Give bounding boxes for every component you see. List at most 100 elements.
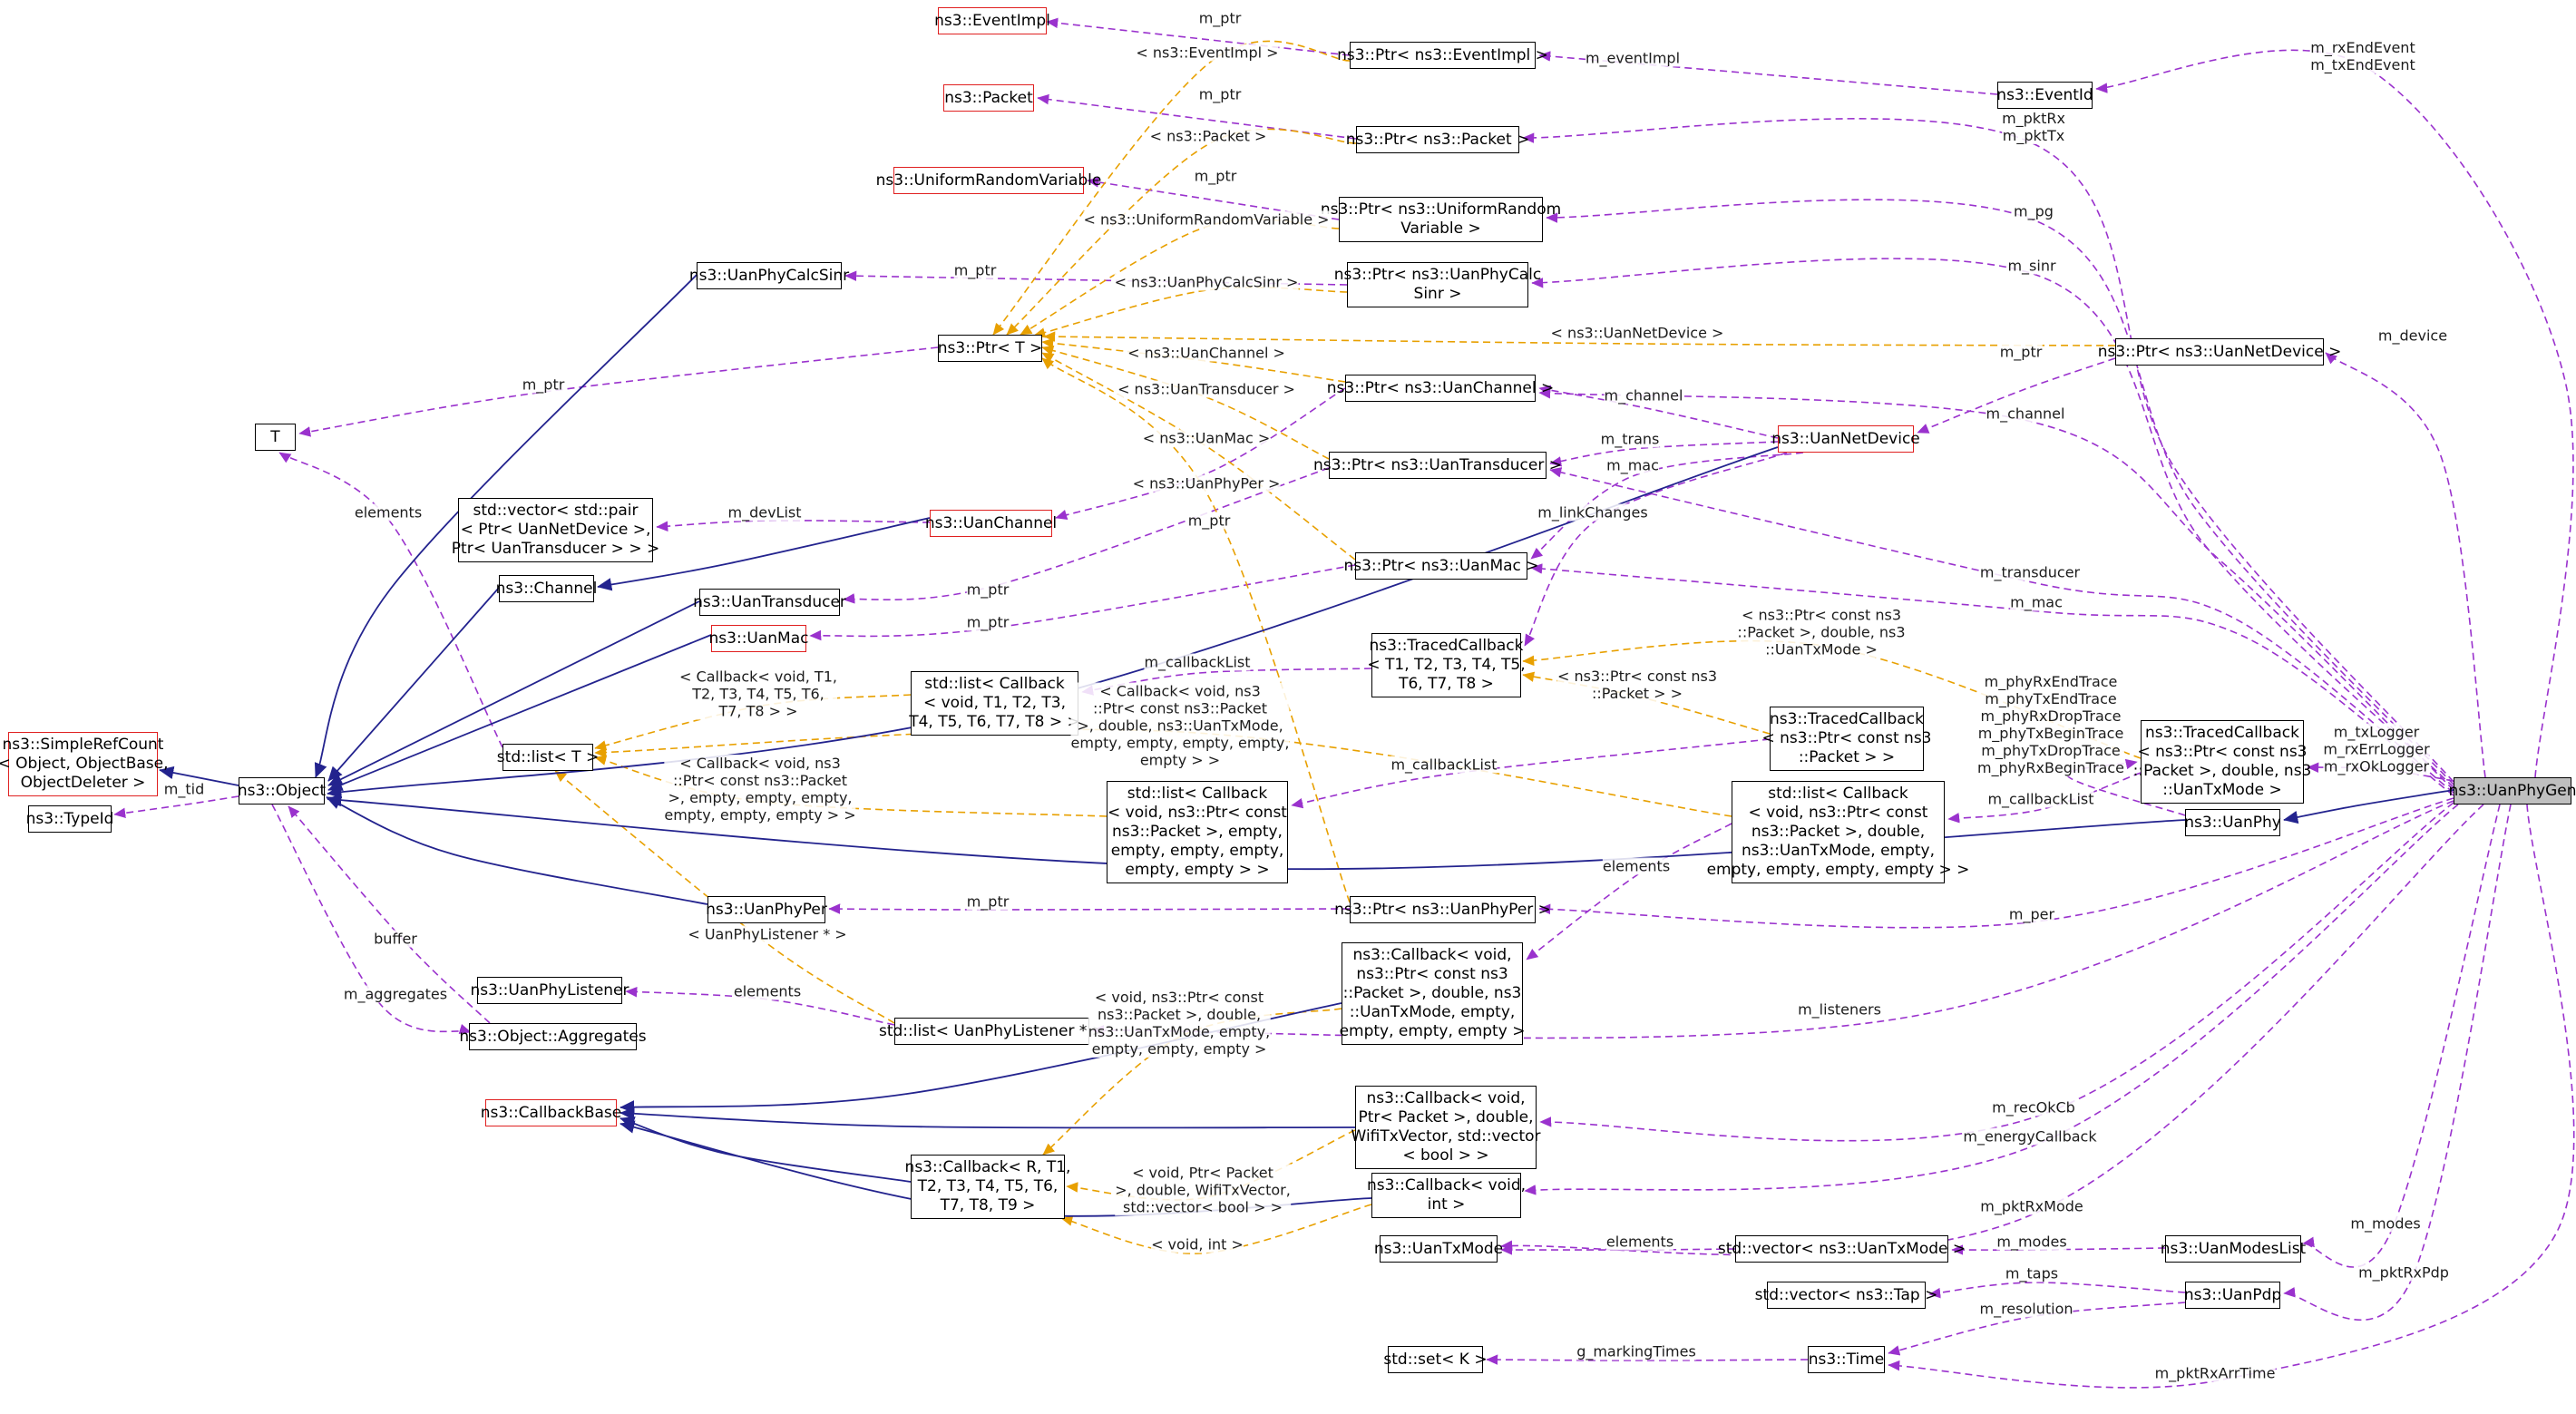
edge-label-m-sinr: m_sinr <box>2007 257 2056 275</box>
node-eventid[interactable]: ns3::EventId <box>1996 82 2093 109</box>
edge-label-line: m_linkChanges <box>1537 503 1648 522</box>
node-ptr-uantransducer[interactable]: ns3::Ptr< ns3::UanTransducer > <box>1313 452 1562 479</box>
node-ptr-uanchannel[interactable]: ns3::Ptr< ns3::UanChannel > <box>1327 375 1554 402</box>
node-uanphy[interactable]: ns3::UanPhy <box>2184 809 2281 836</box>
edge-label-line: m_modes <box>1996 1233 2067 1251</box>
node-callback-rxok[interactable]: ns3::Callback< void,ns3::Ptr< const ns3:… <box>1340 942 1525 1045</box>
node-callbackbase[interactable]: ns3::CallbackBase <box>481 1099 621 1126</box>
edge-label-elements-listeners: elements <box>733 982 802 1000</box>
node-uanchannel[interactable]: ns3::UanChannel <box>925 510 1057 537</box>
node-uanphyper[interactable]: ns3::UanPhyPer <box>706 896 827 923</box>
node-callback-generic-label: T2, T3, T4, T5, T6, <box>917 1177 1059 1195</box>
node-callback-int-label: ns3::Callback< void, <box>1366 1176 1527 1195</box>
edge-label-tpl-ptr-urv: < ns3::UniformRandomVariable > <box>1083 210 1330 229</box>
edge-label-tpl-ptr-sinr: < ns3::UanPhyCalcSinr > <box>1114 273 1299 291</box>
node-tracedcallback-t-label: < T1, T2, T3, T4, T5, <box>1367 656 1526 674</box>
edge-label-m-per: m_per <box>2008 905 2055 923</box>
edge-inh-object-simplerefcount <box>159 766 239 786</box>
node-uanmac[interactable]: ns3::UanMac <box>709 625 808 652</box>
node-tracedcallback-packet-mode-label: ::Packet >, double, ns3 <box>2132 762 2312 780</box>
edge-label-line: < ns3::UanChannel > <box>1127 344 1285 362</box>
node-simplerefcount-label: ObjectDeleter > <box>20 774 146 792</box>
edge-label-line: m_callbackList <box>1987 790 2094 808</box>
node-vector-pair-netdevice-transducer: std::vector< std::pair< Ptr< UanNetDevic… <box>452 498 659 562</box>
edge-label-line: m_rxOkLogger <box>2323 757 2430 775</box>
edge-label-m-pktrxarrtime: m_pktRxArrTime <box>2154 1364 2276 1382</box>
node-list-callback-packet-mode-label: ns3::Packet >, double, <box>1751 823 1926 841</box>
node-tracedcallback-t-label: T6, T7, T8 > <box>1399 675 1494 693</box>
node-ptr-uanphyper[interactable]: ns3::Ptr< ns3::UanPhyPer > <box>1334 896 1551 923</box>
node-packet[interactable]: ns3::Packet <box>943 84 1034 112</box>
node-ptr-t[interactable]: ns3::Ptr< T > <box>938 335 1042 362</box>
edge-label-line: < ns3::UanMac > <box>1142 429 1271 447</box>
edge-elements-list-t <box>278 452 503 748</box>
node-vector-tap: std::vector< ns3::Tap > <box>1755 1282 1937 1309</box>
node-uanphylistener[interactable]: ns3::UanPhyListener <box>470 977 629 1004</box>
edge-label-line: empty, empty, empty, empty, <box>1070 734 1290 752</box>
node-eventimpl[interactable]: ns3::EventImpl <box>934 7 1050 34</box>
node-vector-pair-netdevice-transducer-label: < Ptr< UanNetDevice >, <box>460 521 651 539</box>
edge-label-elements-list-cb-pkt-mode: elements <box>1602 857 1671 875</box>
node-tracedcallback-packet-label: ::Packet > > <box>1798 748 1896 766</box>
node-uantxmode[interactable]: ns3::UanTxMode <box>1374 1235 1503 1263</box>
node-ptr-packet[interactable]: ns3::Ptr< ns3::Packet > <box>1346 126 1529 153</box>
edge-tpl-ptr-urv <box>1020 218 1340 336</box>
edge-label-line: < void, int > <box>1151 1235 1244 1253</box>
node-vector-pair-netdevice-transducer-label: std::vector< std::pair <box>473 502 639 520</box>
edge-label-line: m_mac <box>2010 593 2063 611</box>
edge-m-listeners <box>1092 800 2454 1039</box>
node-ptr-packet-label: ns3::Ptr< ns3::Packet > <box>1345 130 1530 149</box>
node-object-aggregates[interactable]: ns3::Object::Aggregates <box>459 1023 647 1050</box>
edge-label-line: m_ptr <box>1187 512 1231 530</box>
edge-m-mac-phygen <box>1530 563 2454 796</box>
node-uannetdevice-label: ns3::UanNetDevice <box>1771 429 1920 448</box>
edge-m-trans <box>1549 441 1779 467</box>
node-uanphygen-label: ns3::UanPhyGen <box>2448 781 2576 800</box>
node-simplerefcount[interactable]: ns3::SimpleRefCount< Object, ObjectBase,… <box>0 732 169 796</box>
node-channel[interactable]: ns3::Channel <box>496 575 597 602</box>
node-callback-generic[interactable]: ns3::Callback< R, T1,T2, T3, T4, T5, T6,… <box>905 1155 1070 1219</box>
node-uannetdevice[interactable]: ns3::UanNetDevice <box>1771 425 1920 453</box>
edge-tpl-ptr-uanmac <box>1041 352 1356 561</box>
node-ptr-uanmac[interactable]: ns3::Ptr< ns3::UanMac > <box>1343 552 1539 580</box>
edge-tpl-list-cb-pkt <box>594 755 1107 817</box>
edge-label-m-callbacklist-packet-mode: m_callbackList <box>1987 790 2094 808</box>
node-uniformrandomvariable[interactable]: ns3::UniformRandomVariable <box>876 167 1101 194</box>
node-callback-int[interactable]: ns3::Callback< void,int > <box>1367 1173 1526 1218</box>
node-t-label: T <box>270 427 280 446</box>
edge-m-devlist <box>656 520 931 532</box>
node-typeid-label: ns3::TypeId <box>25 809 114 828</box>
edge-label-m-mac-phygen: m_mac <box>2010 593 2063 611</box>
node-time[interactable]: ns3::Time <box>1808 1346 1885 1373</box>
node-callback-rxok-label: ::Packet >, double, ns3 <box>1342 984 1522 1002</box>
node-ptr-eventimpl[interactable]: ns3::Ptr< ns3::EventImpl > <box>1337 42 1548 69</box>
node-list-callback-packet-mode-label: ns3::UanTxMode, empty, <box>1741 842 1936 860</box>
node-uantransducer[interactable]: ns3::UanTransducer <box>693 589 846 616</box>
node-uanmodeslist[interactable]: ns3::UanModesList <box>2161 1235 2306 1263</box>
edge-label-line: < void, Ptr< Packet <box>1132 1164 1273 1182</box>
edge-label-line: m_listeners <box>1798 1000 1881 1019</box>
node-callback-rxok-label: ::UanTxMode, empty, <box>1349 1003 1516 1021</box>
node-tracedcallback-t[interactable]: ns3::TracedCallback< T1, T2, T3, T4, T5,… <box>1367 633 1526 697</box>
node-callback-wifi[interactable]: ns3::Callback< void,Ptr< Packet >, doubl… <box>1351 1086 1541 1169</box>
node-tracedcallback-packet-mode[interactable]: ns3::TracedCallback< ns3::Ptr< const ns3… <box>2133 720 2311 804</box>
node-ptr-uannetdevice[interactable]: ns3::Ptr< ns3::UanNetDevice > <box>2098 338 2341 366</box>
node-typeid[interactable]: ns3::TypeId <box>26 805 113 833</box>
edge-m-ptr-uannetdevice <box>1917 357 2116 434</box>
node-tracedcallback-packet[interactable]: ns3::TracedCallback< ns3::Ptr< const ns3… <box>1762 707 1932 771</box>
node-object[interactable]: ns3::Object <box>238 777 326 805</box>
edge-label-m-pktrxpdp: m_pktRxPdp <box>2358 1263 2449 1282</box>
edge-label-line: m_eventImpl <box>1585 49 1681 67</box>
node-callback-wifi-label: < bool > > <box>1402 1146 1489 1165</box>
edge-label-tpl-tracedcb-pkt: < ns3::Ptr< const ns3::Packet > > <box>1557 668 1717 702</box>
edge-label-line: std::vector< bool > > <box>1123 1198 1283 1216</box>
edge-inh-sinr-object <box>314 274 698 778</box>
edge-label-line: m_ptr <box>1999 343 2043 361</box>
edge-label-line: < Callback< void, ns3 <box>679 755 841 772</box>
node-list-callback-packet-mode-label: std::list< Callback <box>1768 785 1908 803</box>
node-uanphycalcsinr[interactable]: ns3::UanPhyCalcSinr <box>689 262 849 289</box>
node-uanpdp[interactable]: ns3::UanPdp <box>2184 1282 2281 1309</box>
